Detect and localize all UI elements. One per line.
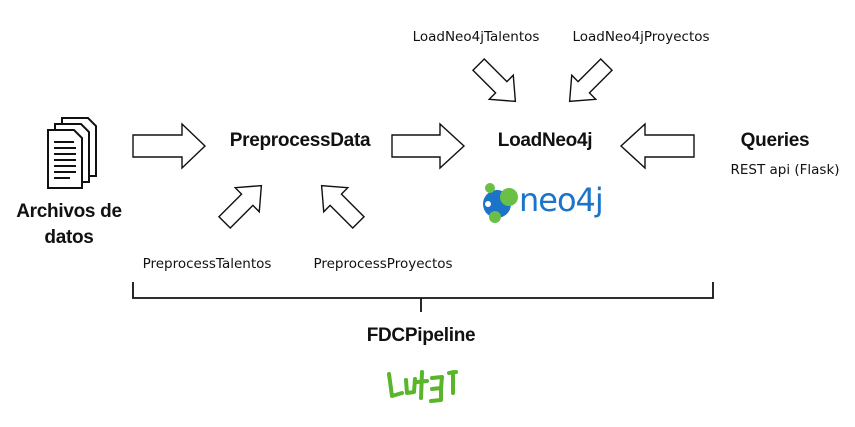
arrow-loadproyectos-to-load xyxy=(568,57,614,103)
neo4j-logo-graphic xyxy=(483,183,518,223)
node-archivos-label: Archivos de datos xyxy=(16,201,122,248)
arrow-queries-to-load xyxy=(619,122,695,170)
arrow-loadtalentos-to-load xyxy=(471,57,517,103)
node-load-label: LoadNeo4j xyxy=(497,130,593,151)
task-prep-proyectos-label: PreprocessProyectos xyxy=(313,256,453,272)
pipeline-bracket xyxy=(132,282,714,312)
node-queries-label: Queries xyxy=(740,130,810,151)
luigi-logo-graphic xyxy=(387,370,458,403)
documents-icon xyxy=(47,117,97,189)
task-prep-talentos-label: PreprocessTalentos xyxy=(142,256,272,272)
pipeline-label: FDCPipeline xyxy=(366,325,476,346)
arrow-prepproyectos-to-preprocess xyxy=(320,184,366,230)
arrow-archivos-to-preprocess xyxy=(132,122,207,170)
arrow-preptalentos-to-preprocess xyxy=(217,184,263,230)
neo4j-logo-text: neo4j xyxy=(519,181,604,219)
node-queries-sub-label: REST api (Flask) xyxy=(730,162,840,178)
arrow-preprocess-to-load xyxy=(391,122,466,170)
task-load-proyectos-label: LoadNeo4jProyectos xyxy=(572,29,710,45)
node-preprocess-label: PreprocessData xyxy=(229,130,371,151)
task-load-talentos-label: LoadNeo4jTalentos xyxy=(412,29,540,45)
